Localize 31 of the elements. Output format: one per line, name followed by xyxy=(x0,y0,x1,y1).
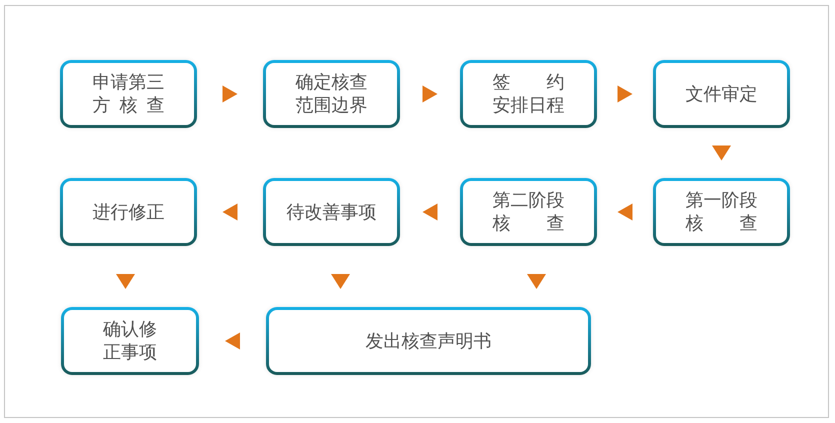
process-box xyxy=(653,178,790,246)
arrow xyxy=(618,204,632,220)
step-label: 发出核查声明书 xyxy=(366,330,492,352)
arrow xyxy=(422,86,438,102)
step-label: 文件审定 xyxy=(686,82,758,106)
process-box xyxy=(266,307,591,375)
step-label: 签 约安排日程 xyxy=(492,71,564,117)
step-label: 第一阶段核 查 xyxy=(686,189,758,235)
step-label: 申请第三方 核 查 xyxy=(92,71,164,117)
step-label: 待改善事项 xyxy=(286,200,376,224)
process-box xyxy=(460,178,597,246)
process-box xyxy=(263,60,400,128)
process-box xyxy=(60,178,197,246)
arrow xyxy=(422,204,438,220)
step-label: 确认修正事项 xyxy=(103,318,157,364)
arrow xyxy=(222,86,238,102)
step-label: 确定核查范围边界 xyxy=(296,71,368,117)
arrow xyxy=(116,274,135,289)
process-box xyxy=(460,60,597,128)
arrow xyxy=(618,86,632,102)
step-label: 第二阶段核 查 xyxy=(492,189,564,235)
arrow xyxy=(527,274,546,289)
process-box xyxy=(60,60,197,128)
arrow xyxy=(225,332,240,350)
process-box xyxy=(653,60,790,128)
process-box xyxy=(263,178,400,246)
process-box xyxy=(61,307,199,375)
step-label: 进行修正 xyxy=(92,200,164,224)
arrow xyxy=(712,146,731,160)
arrow xyxy=(222,204,238,220)
arrow xyxy=(331,274,350,289)
